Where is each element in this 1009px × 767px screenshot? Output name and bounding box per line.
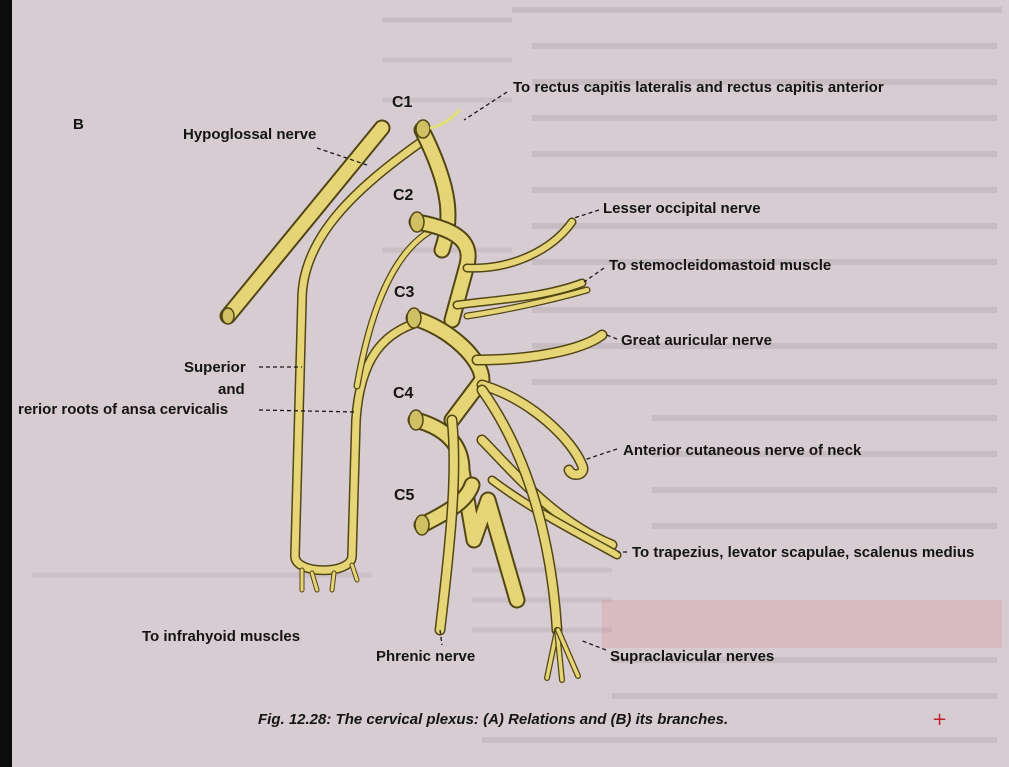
label-c1: C1	[392, 94, 413, 111]
figure-caption: Fig. 12.28: The cervical plexus: (A) Rel…	[258, 711, 728, 728]
label-trapezius: To trapezius, levator scapulae, scalenus…	[632, 544, 974, 561]
label-c3: C3	[394, 284, 415, 301]
label-c5: C5	[394, 487, 415, 504]
background-text	[12, 0, 1009, 767]
label-supraclavicular: Supraclavicular nerves	[610, 648, 774, 665]
label-c2: C2	[393, 187, 414, 204]
label-rectus: To rectus capitis lateralis and rectus c…	[513, 79, 884, 96]
red-mark: +	[932, 709, 947, 730]
label-sternocleidomastoid: To stemocleidomastoid muscle	[609, 257, 831, 274]
label-infrahyoid: To infrahyoid muscles	[142, 628, 300, 645]
textbook-page: B	[12, 0, 1009, 767]
cervical-plexus-diagram: B	[12, 0, 1009, 767]
label-anterior-cutaneous: Anterior cutaneous nerve of neck	[623, 442, 862, 459]
label-hypoglossal: Hypoglossal nerve	[183, 126, 316, 143]
label-phrenic: Phrenic nerve	[376, 648, 475, 665]
label-c4: C4	[393, 385, 414, 402]
label-great-auricular: Great auricular nerve	[621, 332, 772, 349]
label-inferior-roots: rerior roots of ansa cervicalis	[18, 401, 228, 418]
panel-letter: B	[73, 116, 84, 133]
label-and: and	[218, 381, 245, 398]
label-superior: Superior	[184, 359, 246, 376]
label-lesser-occipital: Lesser occipital nerve	[603, 200, 761, 217]
